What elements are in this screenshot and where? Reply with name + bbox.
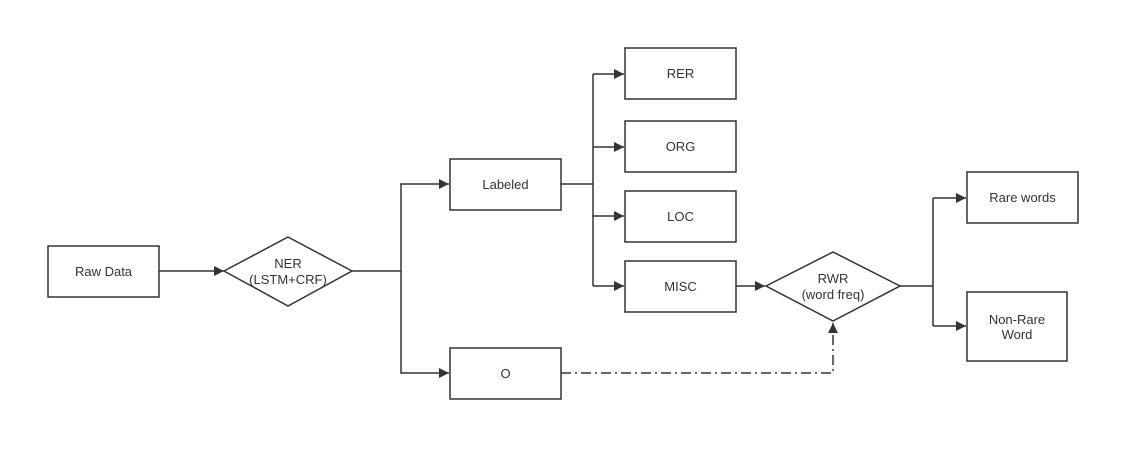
ner-label-line-2: (LSTM+CRF)	[249, 272, 327, 287]
labeled-label: Labeled	[482, 177, 528, 192]
rwr-label-line-1: RWR	[818, 271, 849, 286]
raw-data-label: Raw Data	[75, 264, 133, 279]
node-raw-data: Raw Data	[47, 245, 160, 298]
non-rare-word-label-line-2: Word	[1002, 327, 1033, 342]
non-rare-word-label-line-1: Non-Rare	[989, 312, 1045, 327]
node-rer: RER	[624, 47, 737, 100]
loc-label: LOC	[667, 209, 694, 224]
edge-ner-to-o	[400, 271, 449, 378]
rare-words-label: Rare words	[989, 190, 1056, 205]
rer-label: RER	[667, 66, 694, 81]
node-ner: NER (LSTM+CRF)	[222, 236, 354, 307]
o-label: O	[500, 366, 510, 381]
org-label: ORG	[666, 139, 696, 154]
ner-label-line-1: NER	[274, 256, 301, 271]
edge-ner-to-labeled	[400, 179, 449, 271]
rwr-label-line-2: (word freq)	[802, 287, 865, 302]
node-rwr: RWR (word freq)	[764, 251, 902, 322]
node-non-rare-word: Non-Rare Word	[966, 291, 1068, 362]
edge-o-to-rwr	[561, 323, 838, 374]
node-loc: LOC	[624, 190, 737, 243]
node-o: O	[449, 347, 562, 400]
node-rare-words: Rare words	[966, 171, 1079, 224]
node-misc: MISC	[624, 260, 737, 313]
node-org: ORG	[624, 120, 737, 173]
misc-label: MISC	[664, 279, 697, 294]
connectors	[159, 69, 966, 378]
node-labeled: Labeled	[449, 158, 562, 211]
